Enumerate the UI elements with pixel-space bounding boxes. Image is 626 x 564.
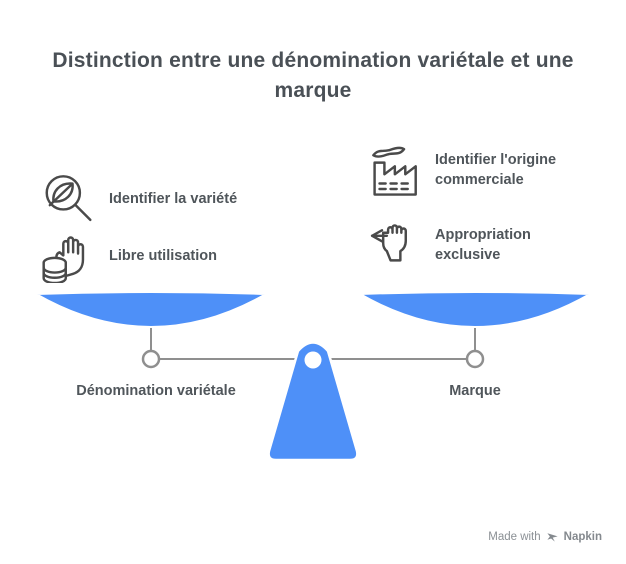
right-pan-label: Marque bbox=[449, 383, 501, 399]
magnifier-leaf-icon bbox=[40, 172, 94, 226]
feature-label: Libre utilisation bbox=[109, 248, 217, 264]
feature-label: Identifier l'origine commerciale bbox=[435, 152, 557, 188]
fulcrum bbox=[267, 341, 359, 462]
feature-free-use: Libre utilisation bbox=[40, 229, 217, 283]
feature-exclusive-appropriation: Appropriation exclusive bbox=[366, 218, 555, 272]
fulcrum-hole bbox=[304, 351, 322, 369]
made-with-text: Made with bbox=[488, 530, 541, 543]
right-pivot bbox=[465, 349, 485, 369]
made-with-napkin-credit[interactable]: Made with Napkin bbox=[488, 530, 602, 543]
napkin-logo-icon bbox=[546, 530, 559, 543]
page-title: Distinction entre une dénomination varié… bbox=[52, 49, 574, 102]
feature-identify-variety: Identifier la variété bbox=[40, 172, 237, 226]
left-pan bbox=[32, 291, 270, 328]
factory-icon bbox=[366, 143, 420, 197]
feature-label: Identifier la variété bbox=[109, 191, 238, 207]
feature-commercial-origin: Identifier l'origine commerciale bbox=[366, 143, 575, 197]
left-pivot bbox=[141, 349, 161, 369]
hand-coins-icon bbox=[40, 229, 94, 283]
fist-arrow-icon bbox=[366, 218, 420, 272]
right-pan bbox=[356, 291, 594, 328]
feature-label: Appropriation exclusive bbox=[435, 227, 531, 263]
napkin-brand-text: Napkin bbox=[563, 530, 602, 543]
left-pan-label: Dénomination variétale bbox=[76, 383, 236, 399]
